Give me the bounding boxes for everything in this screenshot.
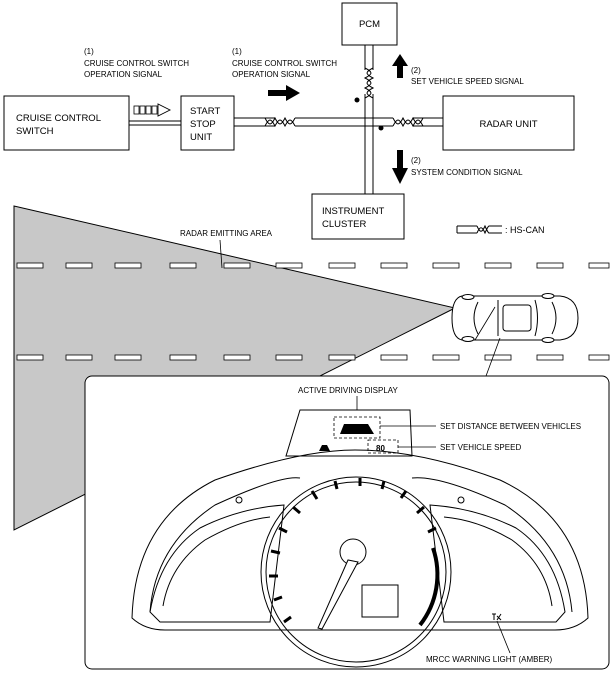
signal-2b-text: SYSTEM CONDITION SIGNAL xyxy=(411,168,523,177)
solid-arrow-icon xyxy=(392,54,408,78)
radar-unit-label: RADAR UNIT xyxy=(479,119,537,130)
solid-arrow-icon xyxy=(392,150,408,184)
hs-can-legend: : HS-CAN xyxy=(456,224,545,235)
junction-dot xyxy=(378,125,384,131)
cruise-switch-label-1: CRUISE CONTROL xyxy=(16,113,101,124)
set-speed-box xyxy=(367,439,399,454)
vehicle-distance-icon xyxy=(340,424,374,434)
mrcc-warning-label: MRCC WARNING LIGHT (AMBER) xyxy=(426,655,553,664)
lane-markings xyxy=(16,262,610,361)
active-driving-display-label: ACTIVE DRIVING DISPLAY xyxy=(298,386,399,395)
switch-link xyxy=(129,120,181,126)
pcm-label: PCM xyxy=(359,19,380,30)
junction-dot xyxy=(354,97,360,103)
mrcc-leader xyxy=(496,620,511,654)
signal-1b-line1: CRUISE CONTROL SWITCH xyxy=(232,59,337,68)
signal-1b-num: (1) xyxy=(232,47,242,56)
instrument-cluster xyxy=(131,449,589,668)
radar-area-leader xyxy=(219,239,223,269)
lane-icon xyxy=(319,445,330,451)
signal-2a-text: SET VEHICLE SPEED SIGNAL xyxy=(411,77,524,86)
car-icon xyxy=(451,293,579,343)
signal-2b-num: (2) xyxy=(411,156,421,165)
hs-can-bus xyxy=(234,45,443,194)
cluster-label-2: CLUSTER xyxy=(322,219,366,230)
signal-1b-line2: OPERATION SIGNAL xyxy=(232,70,311,79)
car-callout-line xyxy=(474,306,496,341)
start-stop-label-3: UNIT xyxy=(190,132,212,143)
instrument-cluster-box: INSTRUMENT CLUSTER xyxy=(311,193,405,240)
radar-unit-box: RADAR UNIT xyxy=(442,95,575,151)
speedometer-redzone xyxy=(418,547,440,627)
set-speed-label: SET VEHICLE SPEED xyxy=(440,443,521,452)
set-distance-box xyxy=(333,416,381,439)
set-distance-label: SET DISTANCE BETWEEN VEHICLES xyxy=(440,422,581,431)
hollow-arrow-icon xyxy=(133,103,172,117)
signal-2a-num: (2) xyxy=(411,66,421,75)
start-stop-unit-box: START STOP UNIT xyxy=(180,95,235,151)
pcm-box: PCM xyxy=(341,2,398,46)
signal-1a-line1: CRUISE CONTROL SWITCH xyxy=(84,59,189,68)
car-callout-line xyxy=(485,337,501,377)
start-stop-label-2: STOP xyxy=(190,119,216,130)
radar-area-label: RADAR EMITTING AREA xyxy=(180,229,273,238)
cluster-label-1: INSTRUMENT xyxy=(322,206,384,217)
dashboard-callout-frame xyxy=(84,375,610,670)
signal-1a-num: (1) xyxy=(84,47,94,56)
speedometer-ticks xyxy=(269,478,437,624)
display-speed: 80 xyxy=(376,444,385,453)
signal-1a-line2: OPERATION SIGNAL xyxy=(84,70,163,79)
cruise-control-switch-box: CRUISE CONTROL SWITCH xyxy=(3,95,130,151)
hs-can-label: : HS-CAN xyxy=(505,225,545,235)
mrcc-warning-icon xyxy=(492,613,502,621)
start-stop-label-1: START xyxy=(190,106,220,117)
cruise-switch-label-2: SWITCH xyxy=(16,126,54,137)
solid-arrow-icon xyxy=(268,85,300,101)
